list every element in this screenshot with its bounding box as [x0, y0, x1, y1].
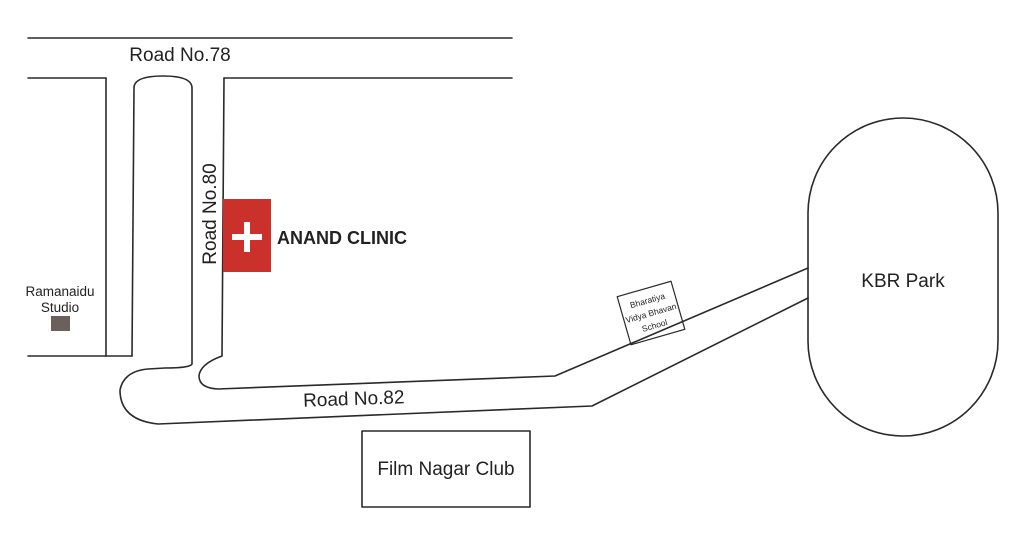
clinic-marker	[223, 199, 271, 272]
film-nagar-club-label: Film Nagar Club	[377, 459, 514, 480]
studio-marker	[51, 316, 70, 331]
kbr-park-shape	[807, 117, 999, 437]
road-78-label: Road No.78	[129, 45, 230, 66]
kbr-park-label: KBR Park	[861, 271, 945, 292]
medical-cross-icon	[232, 222, 262, 252]
road-80-strip	[119, 75, 809, 425]
film-nagar-club-block	[361, 430, 531, 508]
clinic-label: ANAND CLINIC	[277, 228, 407, 248]
road-80-label: Road No.80	[200, 163, 221, 264]
road-82-label: Road No.82	[303, 387, 405, 412]
studio-label-line2: Studio	[41, 300, 79, 315]
studio-label-line1: Ramanaidu	[25, 284, 94, 299]
road-82-upper-edge	[198, 77, 809, 390]
